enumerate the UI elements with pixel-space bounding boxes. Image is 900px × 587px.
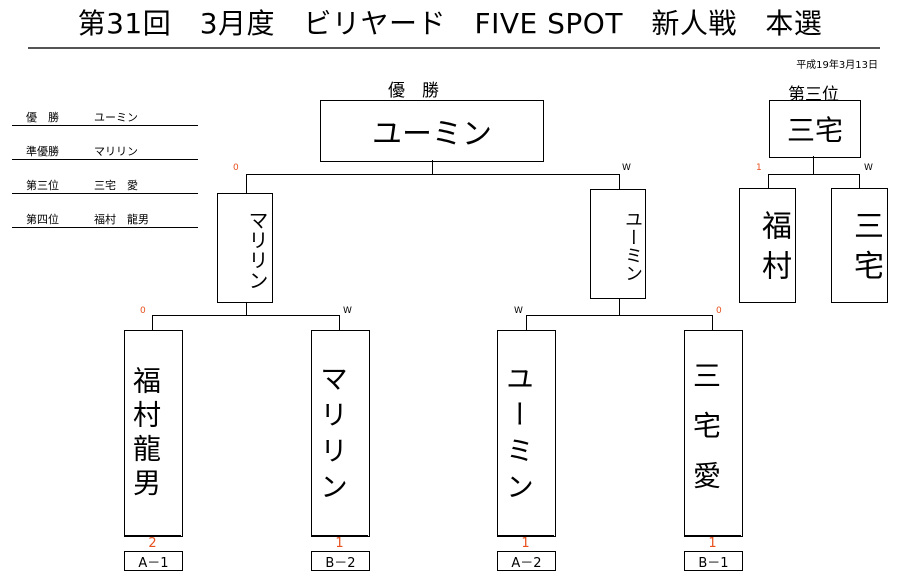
qf1-name: 福村龍男 <box>129 366 162 502</box>
bracket-line <box>526 315 713 316</box>
qf2-name: マリリン <box>316 364 349 508</box>
qf4-score: 1 <box>684 535 741 552</box>
result-rank: 優 勝 <box>26 111 59 124</box>
third-left-mark: 1 <box>756 163 762 173</box>
semifinal-right-box: ユーミン <box>590 189 646 299</box>
third-left-box: 福村 <box>739 188 796 303</box>
bracket-line <box>339 315 340 330</box>
qf2-box: マリリン <box>311 330 370 537</box>
qf2-score: 1 <box>311 535 368 552</box>
result-rank: 第三位 <box>26 179 59 192</box>
qf1-group: A－1 <box>124 551 183 571</box>
champion-label: 優 勝 <box>388 81 439 101</box>
result-rank: 第四位 <box>26 213 59 226</box>
bracket-line <box>152 315 340 316</box>
qf4-name: 三宅愛 <box>689 361 722 511</box>
result-row-2: 準優勝 マリリン <box>12 141 198 160</box>
bracket-line <box>768 174 860 175</box>
sf-right-mark: W <box>622 163 631 173</box>
bracket-line <box>712 315 713 330</box>
qf4-mark: 0 <box>716 306 722 316</box>
result-name: 三宅 愛 <box>94 179 138 192</box>
qf1-mark: 0 <box>140 306 146 316</box>
bracket-line <box>432 160 433 174</box>
bracket-line <box>246 303 247 315</box>
qf2-group: B－2 <box>311 551 370 571</box>
qf1-score: 2 <box>124 535 181 552</box>
qf1-box: 福村龍男 <box>124 330 183 537</box>
result-row-3: 第三位 三宅 愛 <box>12 175 198 194</box>
bracket-line <box>152 315 153 330</box>
result-row-1: 優 勝 ユーミン <box>12 107 198 126</box>
result-name: マリリン <box>94 145 138 158</box>
result-rank: 準優勝 <box>26 145 59 158</box>
result-name: 福村 龍男 <box>94 213 149 226</box>
bracket-line <box>619 174 620 189</box>
result-name: ユーミン <box>94 111 138 124</box>
qf4-group: B－1 <box>684 551 743 571</box>
semifinal-left-box: マリリン <box>217 193 273 303</box>
title-underline <box>28 47 880 49</box>
third-right-box: 三宅 <box>831 188 888 303</box>
third-right-mark: W <box>864 163 873 173</box>
bracket-line <box>246 174 620 175</box>
bracket-line <box>859 174 860 188</box>
qf4-box: 三宅愛 <box>684 330 743 537</box>
page-title: 第31回 3月度 ビリヤード FIVE SPOT 新人戦 本選 <box>77 7 823 40</box>
qf3-group: A－2 <box>497 551 556 571</box>
event-date: 平成19年3月13日 <box>796 60 878 71</box>
qf3-mark: W <box>514 306 523 316</box>
qf2-mark: W <box>343 306 352 316</box>
qf3-score: 1 <box>497 535 554 552</box>
bracket-line <box>526 315 527 330</box>
result-row-4: 第四位 福村 龍男 <box>12 209 198 228</box>
bracket-line <box>768 174 769 188</box>
bracket-line <box>813 156 814 174</box>
sf-left-mark: 0 <box>233 163 239 173</box>
third-place-winner-box: 三宅 <box>769 100 861 158</box>
bracket-line <box>619 299 620 315</box>
bracket-line <box>246 174 247 193</box>
champion-box: ユーミン <box>320 100 544 162</box>
qf3-box: ユーミン <box>497 330 556 537</box>
qf3-name: ユーミン <box>502 364 535 508</box>
